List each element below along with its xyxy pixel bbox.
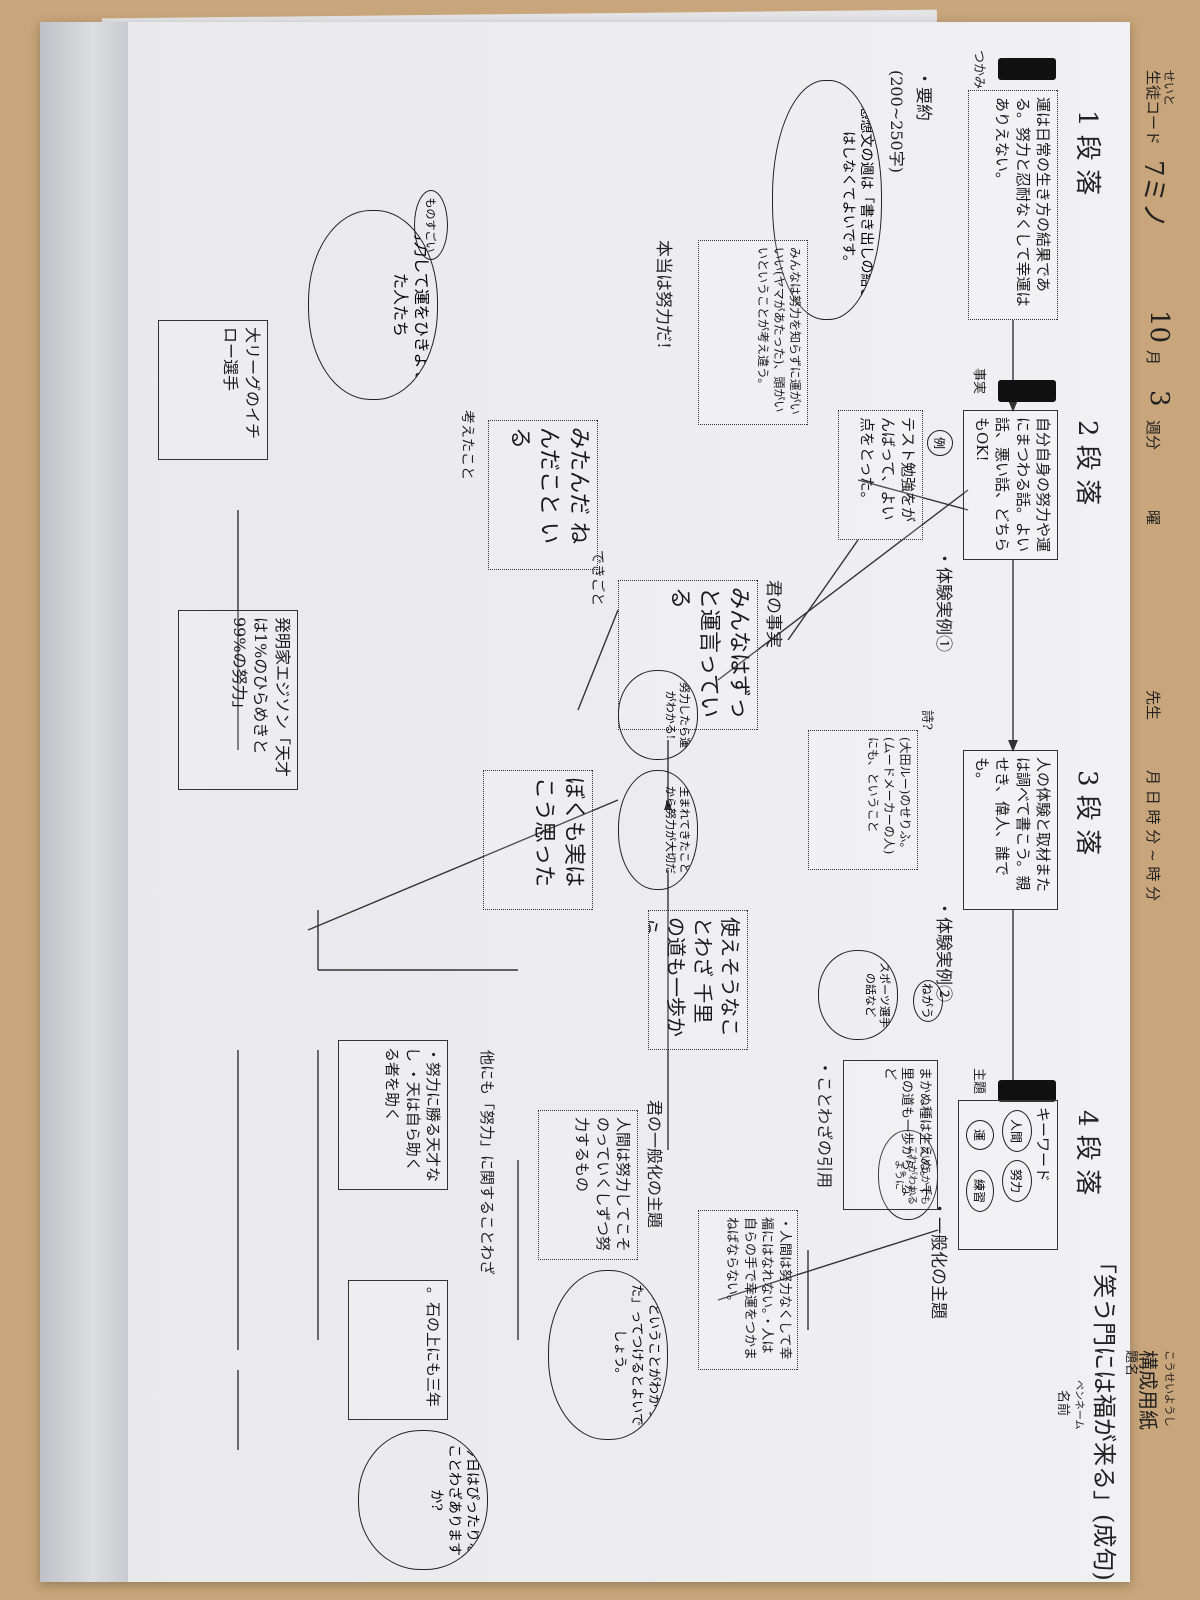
p1-box: 運は日常の生き方の結果である。努力と忍耐なくして幸運はありえない。: [968, 90, 1058, 320]
line-test-minna: [787, 539, 859, 641]
student-code-value: 7ミノ: [1138, 160, 1168, 229]
date-dow-label: 曜: [1144, 510, 1162, 526]
summary-count: (200~250字): [887, 70, 906, 173]
sports-cloud: スポーツ選手の話など: [818, 950, 898, 1040]
kimi-jijitsu-label: 君の事実: [763, 580, 783, 648]
p3-box: 人の体験と取材または調べて書こう。親せき、偉人、誰でも。: [963, 750, 1058, 910]
p2-marker: [998, 380, 1056, 402]
line-p2-test: [857, 479, 969, 511]
doryoku-cloud: 努力して運をひきよせた人たち: [308, 210, 438, 400]
line-p4-kotowaza: [717, 1229, 939, 1301]
kotowaza-label: ・ことわざの引用: [815, 1060, 834, 1189]
ichiro-box: 大リーグのイチロー選手: [158, 320, 268, 460]
ishi-box: 。石の上にも三年: [348, 1280, 448, 1420]
summary-label: ・要約: [913, 70, 933, 121]
frog-mark: ねがう: [913, 980, 943, 1022]
honto-text: 本当は努力だ!: [653, 240, 673, 349]
student-code-label: 生徒コード: [1144, 70, 1162, 146]
sheet-fold: [40, 22, 128, 1582]
ken-mark: 詩?: [919, 710, 934, 730]
p1-role: つかみ: [971, 50, 986, 90]
worksheet-canvas: せいと 生徒コード 7ミノ 10 月 3 週分 曜 先生 月 日 時 分 ~ 時…: [138, 50, 1176, 1581]
keyword-label: キーワード: [1034, 1107, 1052, 1183]
date-month: 10: [1144, 310, 1174, 344]
date-month-label: 月: [1144, 350, 1162, 366]
example-mark: 例: [927, 430, 953, 456]
ippanka-box: ・人間は努力なくして幸福にはなれない。・人は自らの手で幸運をつかまねばならない。: [698, 1210, 798, 1370]
tanimo-label: 他にも「努力」に関することわざ: [478, 1050, 496, 1276]
minna-box: みんなは努力を知らずに運がいいい(ヤマがあたった)、頭がいいということが考え違う…: [698, 240, 808, 425]
paper-sheet: [40, 22, 1130, 1582]
keyword-doryoku: 努力: [1002, 1160, 1032, 1202]
keyword-renshu: 練習: [966, 1170, 994, 1212]
p4-heading: 4 段 落: [1072, 1110, 1102, 1196]
form-title-ruby: こうせいようし: [1163, 1350, 1176, 1427]
edison-box: 発明家エジソン「天才は1%のひらめきと99%の努力」: [178, 610, 298, 790]
p2-sub: ・体験実例①: [933, 550, 953, 652]
test-box: テスト勉強をがんばって、よい点をとった。: [838, 410, 923, 540]
iukoto-cloud: 「ということがわかった」ってつけるとよいでしょう。: [548, 1270, 668, 1440]
doryoku-box: ・努力に勝る天才なし ・天は自ら助くる者を助く: [338, 1040, 448, 1190]
title-label: 題名: [1123, 1350, 1138, 1377]
umarete-cloud: 生まれてきたことから努力が大切だ: [618, 770, 698, 890]
date-week-label: 週分: [1144, 420, 1162, 451]
tsukaeru-box: 使えそうなことわざ 千里の道も一歩から: [648, 910, 748, 1050]
samishii-cloud: 努力したら運がわかる!: [618, 670, 698, 760]
essay-title: 「笑う門には福が来る」(成句): [1090, 1250, 1118, 1581]
p3-heading: 3 段 落: [1072, 770, 1102, 856]
p2-heading: 2 段 落: [1072, 420, 1102, 506]
p1-marker: [998, 58, 1056, 80]
p4-role: 主題: [971, 1068, 986, 1095]
date-day: 3: [1144, 390, 1174, 407]
penname-ruby: ペンネーム: [1073, 1380, 1084, 1430]
time-labels: 月 日 時 分 ~ 時 分: [1144, 770, 1162, 902]
line-kimi-edison: [307, 799, 619, 931]
penname-label: 名前: [1055, 1390, 1070, 1417]
teacher-label: 先生: [1144, 690, 1162, 721]
p2-box: 自分自身の努力や運にまつわる話。よい話、悪い話、どちらもOK!: [963, 410, 1058, 560]
kimi-ippanka-box: 人間は努力してこそのっていくしずつ努力するもの: [538, 1110, 638, 1260]
kangaeta-label: 考えたこと: [459, 410, 475, 480]
worksheet-rotated: せいと 生徒コード 7ミノ 10 月 3 週分 曜 先生 月 日 時 分 ~ 時…: [138, 50, 1176, 1581]
kotowaza-box: まかぬ種は生えぬ。千里の道も一歩から。など: [843, 1060, 938, 1210]
p1-heading: 1 段 落: [1072, 110, 1102, 196]
line-p2-kimi: [717, 489, 969, 681]
p4-sub: ・一般化の主題: [928, 1200, 948, 1319]
kimi-ippanka-label: 君の一般化の主題: [645, 1100, 664, 1229]
p2-role: 事実: [971, 368, 986, 395]
line-kimi-mitanoshi: [577, 609, 619, 711]
boku-mo-box: ぼくも実はこう思った: [483, 770, 593, 910]
keyword-ningen: 人間: [1002, 1110, 1032, 1152]
mitanoshi-box: みたんだ ねんだこと いる: [488, 420, 598, 570]
keyword-un: 運: [966, 1120, 994, 1150]
p4-marker: [998, 1080, 1056, 1102]
kimari-cloud: 今日はぴったりなことわざありますか?: [358, 1430, 488, 1570]
yoda-box: (大田ルー)のせりふ。(ムードメーカーの人)にも、ということ: [808, 730, 918, 870]
connector-lines: [237, 320, 1018, 1450]
